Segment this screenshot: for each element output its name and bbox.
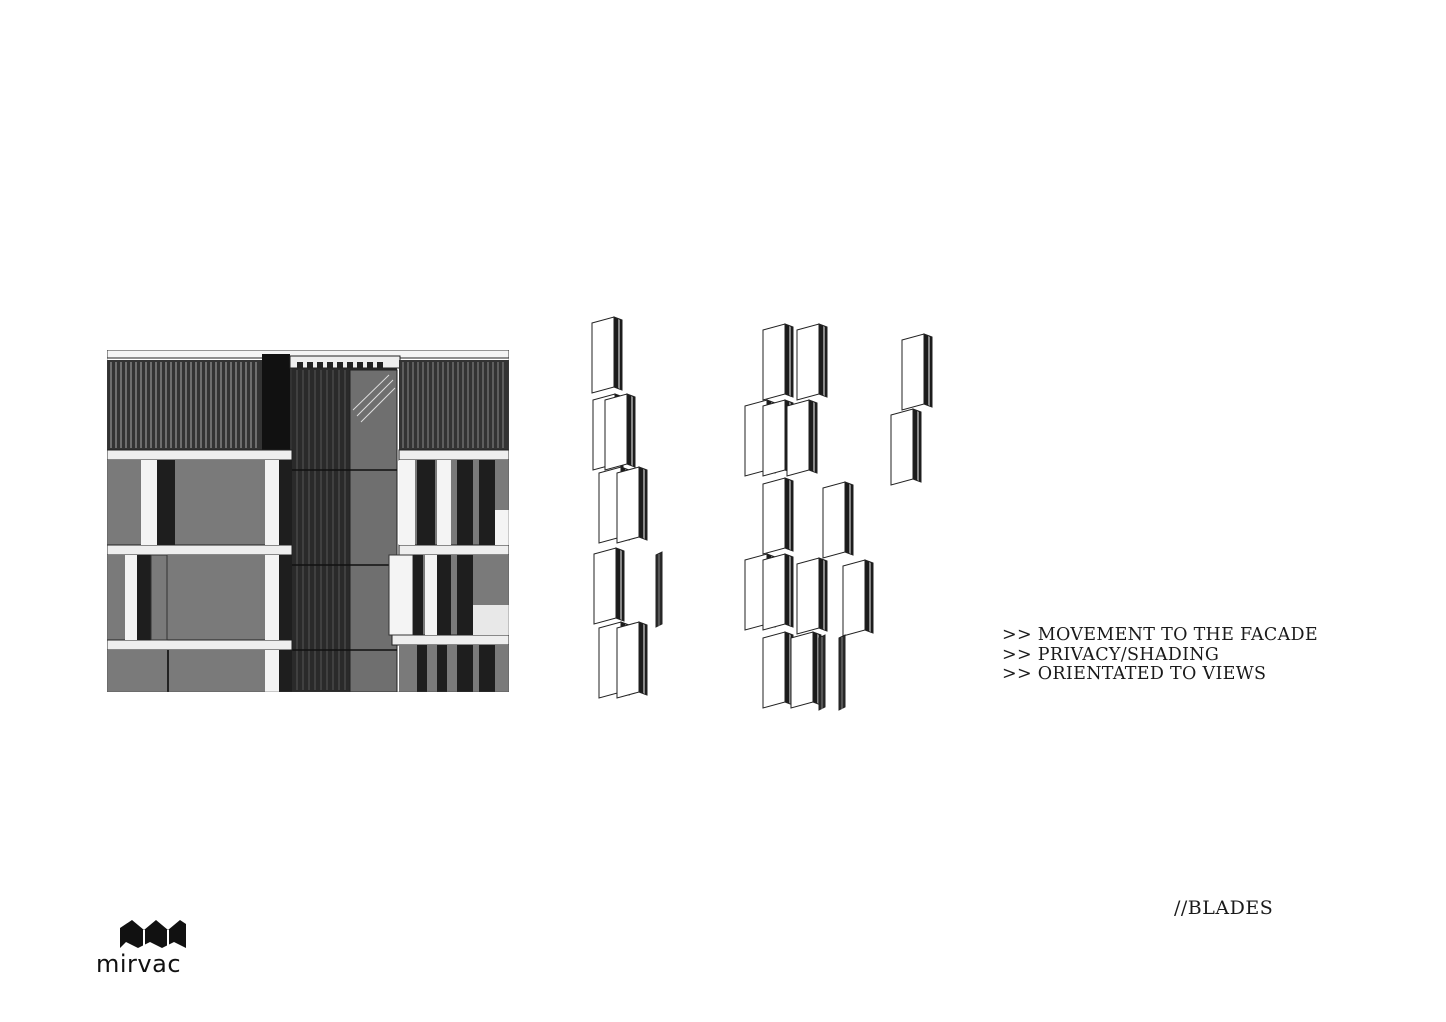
right-roof-battens (402, 362, 504, 448)
right-wing-floors (388, 449, 509, 692)
note-movement: >> MOVEMENT TO THE FACADE (1002, 625, 1318, 645)
blade-column-1 (591, 316, 663, 699)
mirvac-logo-icon (120, 920, 186, 948)
blade-column-3 (890, 333, 933, 486)
blade-column-2 (744, 323, 874, 711)
left-roof-battens (110, 362, 257, 448)
design-notes-list: >> MOVEMENT TO THE FACADE >> PRIVACY/SHA… (1002, 625, 1318, 685)
core-vertical-fins (296, 370, 346, 690)
blades-exploded-diagram (591, 316, 933, 711)
core-horizontal-bands (292, 469, 397, 651)
logo-wordmark: mirvac (96, 950, 182, 978)
note-privacy: >> PRIVACY/SHADING (1002, 644, 1220, 665)
mirvac-logo: mirvac (96, 918, 188, 978)
left-wing-floors (107, 449, 293, 692)
note-orientation: >> ORIENTATED TO VIEWS (1002, 664, 1267, 684)
sheet-title: //BLADES (1174, 897, 1274, 919)
facade-elevation-drawing (107, 350, 509, 692)
